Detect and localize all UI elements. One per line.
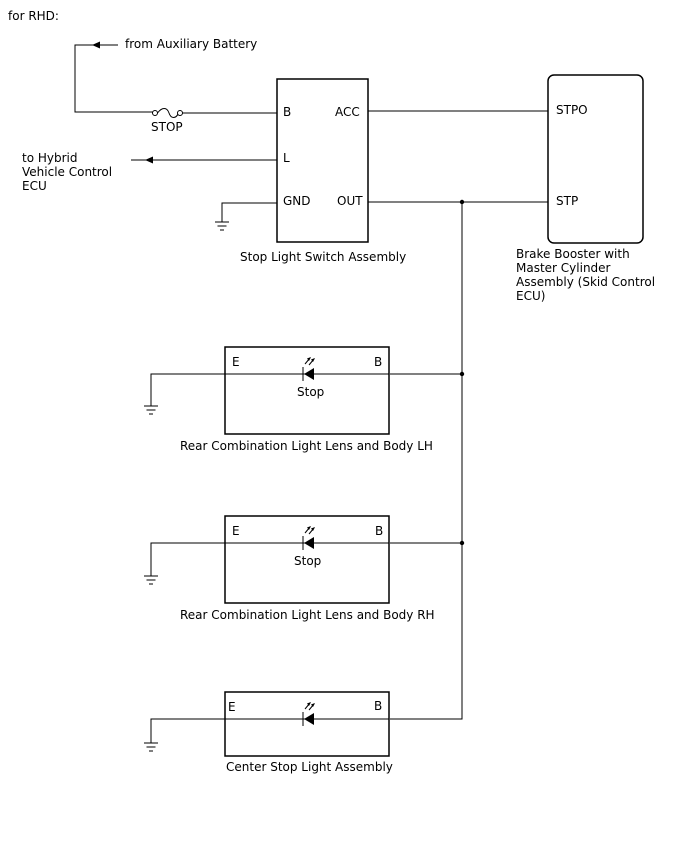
booster-name-line-1: Brake Booster with xyxy=(516,247,630,261)
battery-feed-wire xyxy=(74,41,155,113)
switch-pin-b: B xyxy=(283,105,291,119)
switch-pin-gnd: GND xyxy=(283,194,311,208)
center-stop-lamp xyxy=(144,691,390,757)
switch-pin-out: OUT xyxy=(337,194,363,208)
hybrid-label-line-3: ECU xyxy=(22,179,47,193)
booster-name-line-3: Assembly (Skid Control xyxy=(516,275,655,289)
arrow-icon xyxy=(92,41,100,49)
switch-pin-l: L xyxy=(283,151,290,165)
booster-name-line-4: ECU) xyxy=(516,289,545,303)
hybrid-ecu-wire xyxy=(131,156,277,164)
lamp-rh-name: Rear Combination Light Lens and Body RH xyxy=(180,608,435,622)
switch-ground xyxy=(215,202,277,231)
switch-name: Stop Light Switch Assembly xyxy=(240,250,406,264)
lamp-lh-bulb: Stop xyxy=(297,385,324,399)
lamp-rh-pin-b: B xyxy=(375,524,383,538)
hybrid-label-line-1: to Hybrid xyxy=(22,151,78,165)
booster-pin-stpo: STPO xyxy=(556,103,588,117)
switch-pin-acc: ACC xyxy=(335,105,360,119)
hybrid-label-line-2: Vehicle Control xyxy=(22,165,112,179)
junction-dot xyxy=(459,199,465,205)
lamp-rh xyxy=(144,515,462,604)
led-icon xyxy=(302,526,315,550)
booster-pin-stp: STP xyxy=(556,194,578,208)
stop-bus-wire xyxy=(390,202,463,720)
led-icon xyxy=(302,702,315,726)
stop-fuse xyxy=(152,108,277,118)
lamp-lh-pin-b: B xyxy=(374,355,382,369)
fuse-label: STOP xyxy=(151,120,183,134)
lamp-lh xyxy=(144,346,462,435)
arrow-icon xyxy=(145,156,153,164)
led-icon xyxy=(302,357,315,381)
lamp-lh-pin-e: E xyxy=(232,355,240,369)
booster-name-line-2: Master Cylinder xyxy=(516,261,611,275)
stop-light-switch-box xyxy=(276,78,369,243)
lamp-rh-bulb: Stop xyxy=(294,554,321,568)
lamp-rh-pin-e: E xyxy=(232,524,240,538)
center-lamp-pin-e: E xyxy=(228,700,236,714)
diagram-title: for RHD: xyxy=(8,9,59,23)
center-lamp-pin-b: B xyxy=(374,699,382,713)
center-lamp-name: Center Stop Light Assembly xyxy=(226,760,393,774)
battery-label: from Auxiliary Battery xyxy=(125,37,257,51)
brake-booster-box xyxy=(547,74,644,244)
lamp-lh-name: Rear Combination Light Lens and Body LH xyxy=(180,439,433,453)
